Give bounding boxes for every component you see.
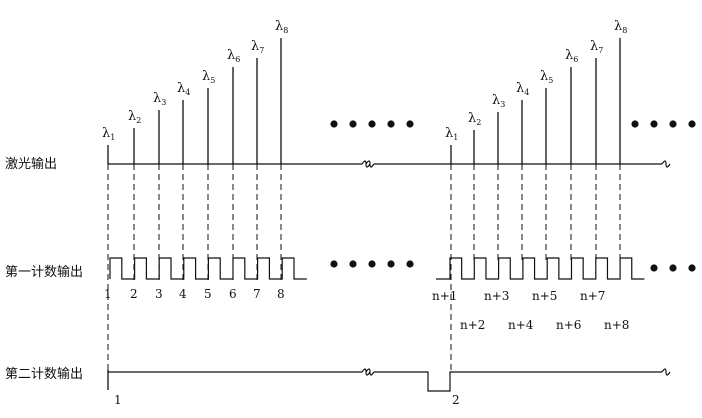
g2-count-label-top-3: n+5 bbox=[532, 289, 557, 303]
row-label-counter2-output: 第二计数输出 bbox=[5, 366, 83, 382]
laser-baseline bbox=[108, 160, 671, 168]
g2-wavelength-label-3: λ3 bbox=[492, 93, 505, 109]
count-labels-group1: 1 2 3 4 5 6 7 8 bbox=[104, 287, 285, 301]
g2-wavelength-label-6: λ6 bbox=[565, 48, 578, 64]
ellipsis-dots-mid-middle bbox=[330, 260, 414, 268]
g1-count-label-3: 3 bbox=[155, 287, 163, 301]
counter1-waveform-group2 bbox=[436, 257, 645, 280]
g2-wavelength-label-7: λ7 bbox=[590, 39, 603, 55]
g2-count-label-bottom-2: n+4 bbox=[508, 318, 534, 332]
counter2-waveform bbox=[107, 368, 671, 392]
g2-wavelength-label-8: λ8 bbox=[614, 19, 627, 35]
laser-pulses-group2 bbox=[450, 38, 621, 164]
g2-wavelength-label-1: λ1 bbox=[445, 126, 458, 142]
g1-wavelength-label-6: λ6 bbox=[227, 48, 240, 64]
g2-wavelength-label-2: λ2 bbox=[468, 111, 481, 127]
wavelength-labels-group1: λ1 λ2 λ3 λ4 λ5 λ6 λ7 λ8 bbox=[102, 19, 288, 142]
g1-wavelength-label-7: λ7 bbox=[251, 39, 264, 55]
g2-count-label-top-4: n+7 bbox=[580, 289, 605, 303]
g2-count-label-top-2: n+3 bbox=[484, 289, 509, 303]
counter2-label-1: 1 bbox=[114, 393, 122, 407]
g1-wavelength-label-1: λ1 bbox=[102, 126, 115, 142]
g1-count-label-5: 5 bbox=[204, 287, 212, 301]
row-label-laser-output: 激光输出 bbox=[5, 156, 57, 172]
g1-wavelength-label-2: λ2 bbox=[128, 109, 141, 125]
g1-count-label-1: 1 bbox=[104, 287, 112, 301]
count-labels-group2-top: n+1 n+3 n+5 n+7 bbox=[432, 289, 605, 303]
g2-count-label-bottom-1: n+2 bbox=[460, 318, 485, 332]
counter1-waveform-group1 bbox=[109, 257, 307, 280]
dashed-guide-lines bbox=[107, 164, 621, 372]
g2-count-label-bottom-3: n+6 bbox=[556, 318, 581, 332]
counter2-label-2: 2 bbox=[452, 393, 460, 407]
g1-count-label-6: 6 bbox=[229, 287, 237, 301]
g1-count-label-2: 2 bbox=[130, 287, 138, 301]
g2-count-label-bottom-4: n+8 bbox=[604, 318, 629, 332]
ellipsis-dots-top-right bbox=[631, 120, 696, 128]
g1-count-label-8: 8 bbox=[277, 287, 285, 301]
row-label-counter1-output: 第一计数输出 bbox=[5, 264, 83, 280]
g1-wavelength-label-3: λ3 bbox=[153, 91, 166, 107]
ellipsis-dots-mid-right bbox=[650, 264, 696, 272]
g2-wavelength-label-5: λ5 bbox=[540, 69, 553, 85]
g1-wavelength-label-4: λ4 bbox=[177, 81, 190, 97]
g1-count-label-4: 4 bbox=[179, 287, 187, 301]
laser-pulses-group1 bbox=[107, 38, 282, 164]
wavelength-labels-group2: λ1 λ2 λ3 λ4 λ5 λ6 λ7 λ8 bbox=[445, 19, 627, 142]
g1-count-label-7: 7 bbox=[253, 287, 261, 301]
count-labels-group2-bottom: n+2 n+4 n+6 n+8 bbox=[460, 318, 629, 332]
g2-wavelength-label-4: λ4 bbox=[516, 81, 529, 97]
g2-count-label-top-1: n+1 bbox=[432, 289, 457, 303]
g1-wavelength-label-5: λ5 bbox=[202, 69, 215, 85]
g1-wavelength-label-8: λ8 bbox=[275, 19, 288, 35]
ellipsis-dots-top-middle bbox=[330, 120, 414, 128]
